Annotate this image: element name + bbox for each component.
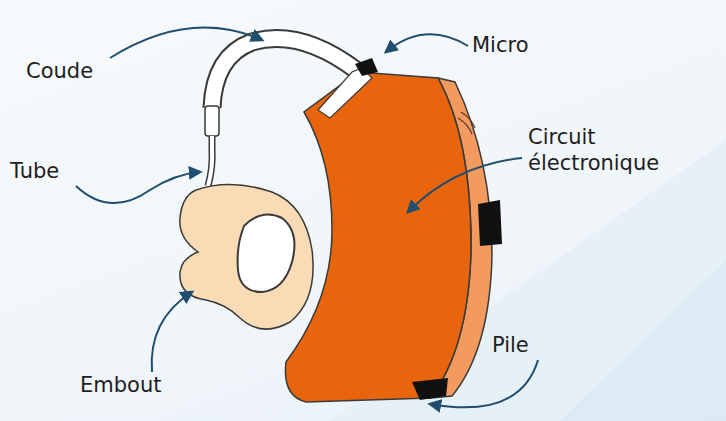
background-shape bbox=[560, 260, 726, 421]
leader-line bbox=[430, 360, 538, 407]
tube-outline bbox=[208, 136, 212, 186]
battery-door bbox=[412, 378, 448, 400]
case-grooves bbox=[458, 112, 475, 134]
part-label: Circuit électronique bbox=[528, 124, 708, 177]
part-label: Micro bbox=[472, 32, 529, 58]
leader-line bbox=[408, 158, 522, 212]
leader-line bbox=[386, 34, 468, 52]
tube-connector bbox=[205, 106, 219, 136]
leader-line bbox=[76, 172, 200, 203]
ear-mould-hole bbox=[238, 214, 295, 292]
part-label: Pile bbox=[492, 332, 529, 358]
part-label: Embout bbox=[80, 372, 161, 398]
volume-button bbox=[478, 200, 502, 246]
tube bbox=[208, 136, 212, 186]
leader-line bbox=[110, 28, 262, 58]
leader-line bbox=[152, 292, 192, 372]
part-label: Tube bbox=[10, 158, 59, 184]
microphone bbox=[355, 58, 378, 76]
case-front bbox=[285, 72, 471, 402]
ear-mould bbox=[180, 184, 313, 329]
part-label: Coude bbox=[26, 58, 93, 84]
